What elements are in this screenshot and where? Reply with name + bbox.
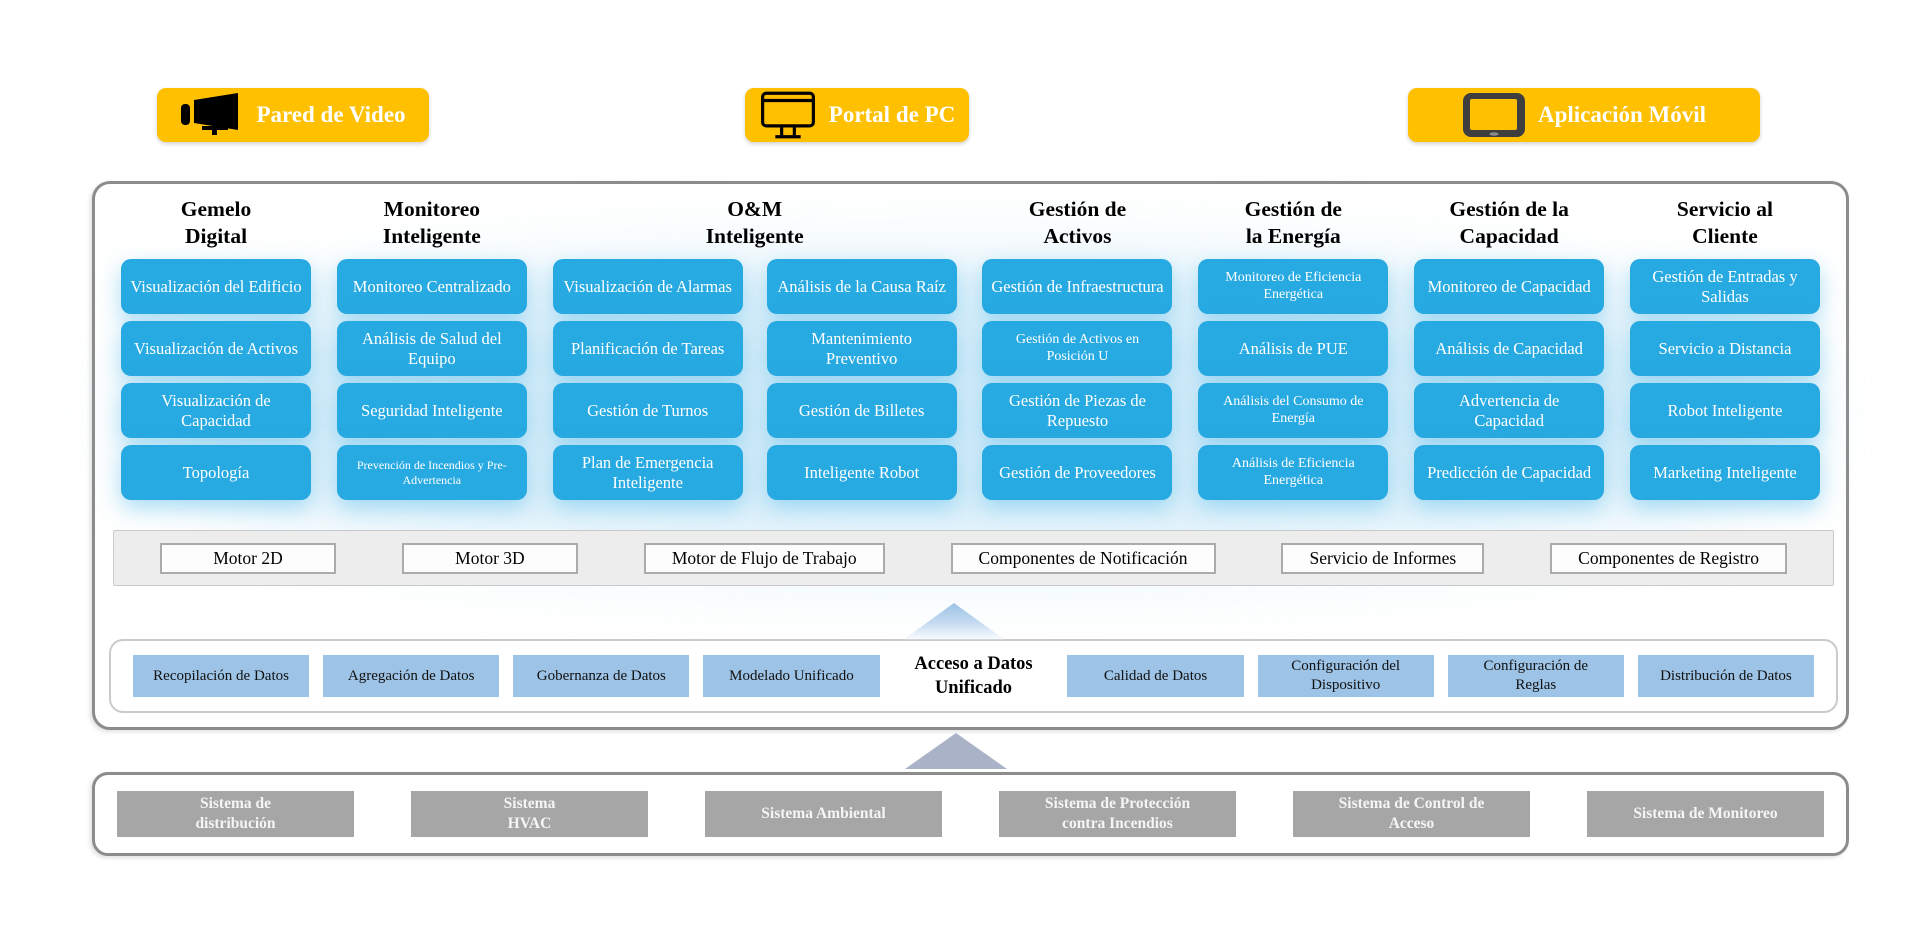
data-function-box: Agregación de Datos — [323, 655, 500, 697]
app-feature-box: Análisis de PUE — [1198, 321, 1389, 376]
video-wall-icon — [180, 93, 244, 137]
up-arrow-data-icon — [903, 603, 1005, 640]
app-feature-box: Análisis de Capacidad — [1414, 321, 1605, 376]
app-feature-box: Prevención de Incendios y Pre-Advertenci… — [336, 445, 527, 500]
engine-bar: Motor 2D Motor 3D Motor de Flujo de Trabaj… — [113, 530, 1834, 586]
mobile-app-label: Aplicación Móvil — [1537, 102, 1707, 127]
app-feature-box: Monitoreo de Eficiencia Energética — [1198, 259, 1389, 314]
app-feature-box: Robot Inteligente — [1629, 383, 1820, 438]
data-function-box: Modelado Unificado — [703, 655, 880, 697]
app-feature-box: Monitoreo de Capacidad — [1414, 259, 1605, 314]
app-feature-box: Gestión de Activos en Posición U — [982, 321, 1173, 376]
app-feature-box: Análisis del Consumo de Energía — [1198, 383, 1389, 438]
app-feature-box: Predicción de Capacidad — [1414, 445, 1605, 500]
app-feature-box: Visualización del Edificio — [121, 259, 311, 314]
data-function-box: Configuración del Dispositivo — [1257, 655, 1434, 697]
data-function-box: Distribución de Datos — [1637, 655, 1814, 697]
video-wall-button[interactable]: Pared de Video — [157, 88, 429, 142]
engine-box: Servicio de Informes — [1281, 542, 1485, 574]
app-feature-box: Monitoreo Centralizado — [336, 259, 527, 314]
system-box: Sistema de Monitoreo — [1587, 791, 1824, 837]
data-access-layer: Recopilación de Datos Agregación de Datos… — [109, 639, 1838, 713]
app-feature-box: Gestión de Turnos — [552, 383, 743, 438]
app-feature-box: Inteligente Robot — [766, 445, 957, 500]
engine-box: Motor 3D — [401, 542, 578, 574]
data-function-box: Configuración de Reglas — [1447, 655, 1624, 697]
pc-monitor-icon — [759, 90, 817, 140]
engine-box: Componentes de Registro — [1550, 542, 1787, 574]
app-feature-box: Servicio a Distancia — [1629, 321, 1820, 376]
app-feature-box: Visualización de Activos — [121, 321, 311, 376]
video-wall-label: Pared de Video — [256, 102, 406, 127]
mobile-app-button[interactable]: Aplicación Móvil — [1408, 88, 1760, 142]
data-function-box: Recopilación de Datos — [133, 655, 310, 697]
app-feature-box: Planificación de Tareas — [552, 321, 743, 376]
tablet-icon — [1462, 92, 1526, 138]
data-function-box: Calidad de Datos — [1067, 655, 1244, 697]
engine-box: Motor 2D — [160, 542, 336, 574]
app-feature-box: Gestión de Piezas de Repuesto — [982, 383, 1173, 438]
engine-box: Motor de Flujo de Trabajo — [643, 542, 885, 574]
app-feature-box: Seguridad Inteligente — [336, 383, 527, 438]
pc-portal-label: Portal de PC — [828, 102, 956, 127]
app-feature-box: Advertencia de Capacidad — [1414, 383, 1605, 438]
app-feature-box: Plan de Emergencia Inteligente — [552, 445, 743, 500]
app-feature-box: Gestión de Billetes — [766, 383, 957, 438]
app-feature-box: Visualización de Capacidad — [121, 383, 311, 438]
app-feature-box: Mantenimiento Preventivo — [766, 321, 957, 376]
system-box: Sistema Ambiental — [705, 791, 942, 837]
app-feature-box: Topología — [121, 445, 311, 500]
app-feature-box: Análisis de Eficiencia Energética — [1198, 445, 1389, 500]
app-feature-box: Análisis de Salud del Equipo — [336, 321, 527, 376]
app-feature-box: Gestión de Proveedores — [982, 445, 1173, 500]
app-feature-box: Marketing Inteligente — [1629, 445, 1820, 500]
app-feature-box: Gestión de Infraestructura — [982, 259, 1173, 314]
engine-box: Componentes de Notificación — [950, 542, 1216, 574]
app-feature-box: Gestión de Entradas y Salidas — [1629, 259, 1820, 314]
pc-portal-button[interactable]: Portal de PC — [745, 88, 969, 142]
app-feature-box: Visualización de Alarmas — [552, 259, 743, 314]
data-function-box: Gobernanza de Datos — [513, 655, 690, 697]
app-feature-box: Análisis de la Causa Raíz — [766, 259, 957, 314]
up-arrow-systems-icon — [905, 733, 1007, 769]
